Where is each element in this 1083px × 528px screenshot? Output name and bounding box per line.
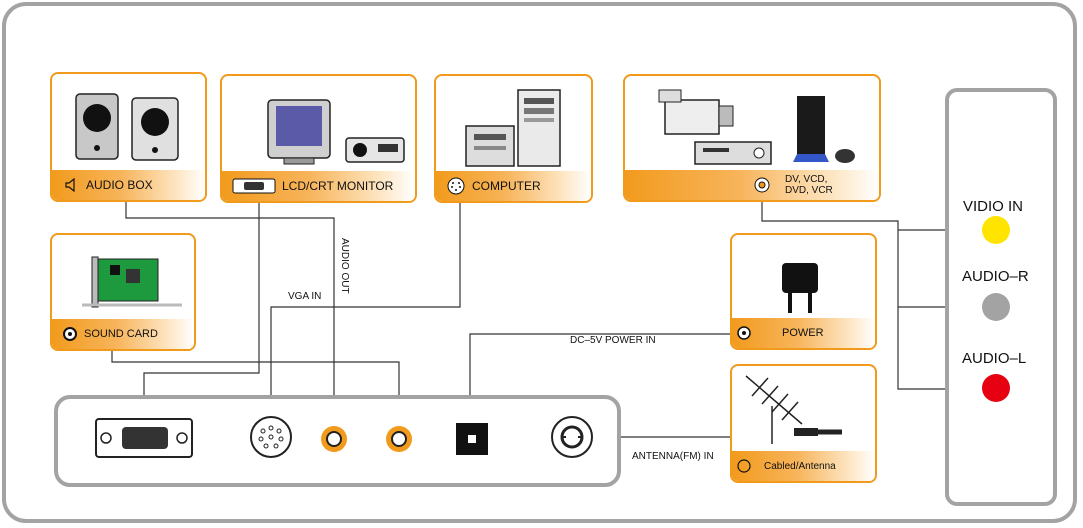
device-port-panel <box>54 395 621 487</box>
monitor-card: LCD/CRT MONITOR <box>220 74 417 203</box>
coax-jack-icon <box>737 459 751 473</box>
audio-jack-icon <box>63 327 77 341</box>
vga-in-label: VGA IN <box>288 291 322 302</box>
computer-label: COMPUTER <box>472 179 541 193</box>
antenna-in-label: ANTENNA(FM) IN <box>632 451 714 462</box>
dc-power-in-label: DC–5V POWER IN <box>570 335 656 346</box>
sound-card-icon <box>82 256 182 308</box>
video-devices-icon <box>658 89 855 165</box>
outer-frame <box>2 2 1077 523</box>
antenna-icon <box>745 375 842 444</box>
audio-out-label: AUDIO OUT <box>339 238 350 294</box>
antenna-card: Cabled/Antenna <box>730 364 877 483</box>
power-plug-icon <box>782 263 818 313</box>
coax-port <box>551 416 593 458</box>
rca-port-icon <box>754 177 770 193</box>
monitor-projector-icon <box>267 99 405 165</box>
audio-box-card: AUDIO BOX <box>50 72 207 202</box>
din-port <box>250 416 292 458</box>
vga-port <box>95 418 193 458</box>
vga-port-icon <box>232 178 276 194</box>
dc-jack-icon <box>737 326 751 340</box>
audio-jack-1 <box>321 426 347 452</box>
line-audio-box <box>125 200 335 426</box>
power-label: POWER <box>782 327 824 339</box>
video-source-label-1: DV, VCD, <box>785 174 828 185</box>
video-in-jack <box>982 216 1010 244</box>
din-port-icon <box>447 177 465 195</box>
line-sound-card <box>111 350 400 426</box>
monitor-label: LCD/CRT MONITOR <box>282 179 394 193</box>
line-computer <box>270 200 461 413</box>
audio-box-label: AUDIO BOX <box>86 178 153 192</box>
video-source-card: DV, VCD, DVD, VCR <box>623 74 881 202</box>
sound-card-card: SOUND CARD <box>50 233 196 351</box>
port-panel-graphics <box>95 416 593 458</box>
line-video <box>761 196 982 390</box>
line-power <box>469 333 732 424</box>
audio-r-jack <box>982 293 1010 321</box>
antenna-label: Cabled/Antenna <box>764 460 836 472</box>
speakers-icon <box>75 93 179 161</box>
video-source-label-2: DVD, VCR <box>785 185 833 196</box>
video-in-label: VIDIO IN <box>963 198 1024 215</box>
dc-jack <box>456 423 488 455</box>
audio-l-label: AUDIO–L <box>962 350 1027 367</box>
audio-l-jack <box>982 374 1010 402</box>
sound-card-label: SOUND CARD <box>84 328 158 340</box>
audio-r-label: AUDIO–R <box>962 268 1029 285</box>
audio-jack-2 <box>386 426 412 452</box>
computer-card: COMPUTER <box>434 74 593 203</box>
speaker-icon <box>65 178 75 192</box>
power-card: POWER <box>730 233 877 350</box>
computer-icon <box>465 89 561 167</box>
